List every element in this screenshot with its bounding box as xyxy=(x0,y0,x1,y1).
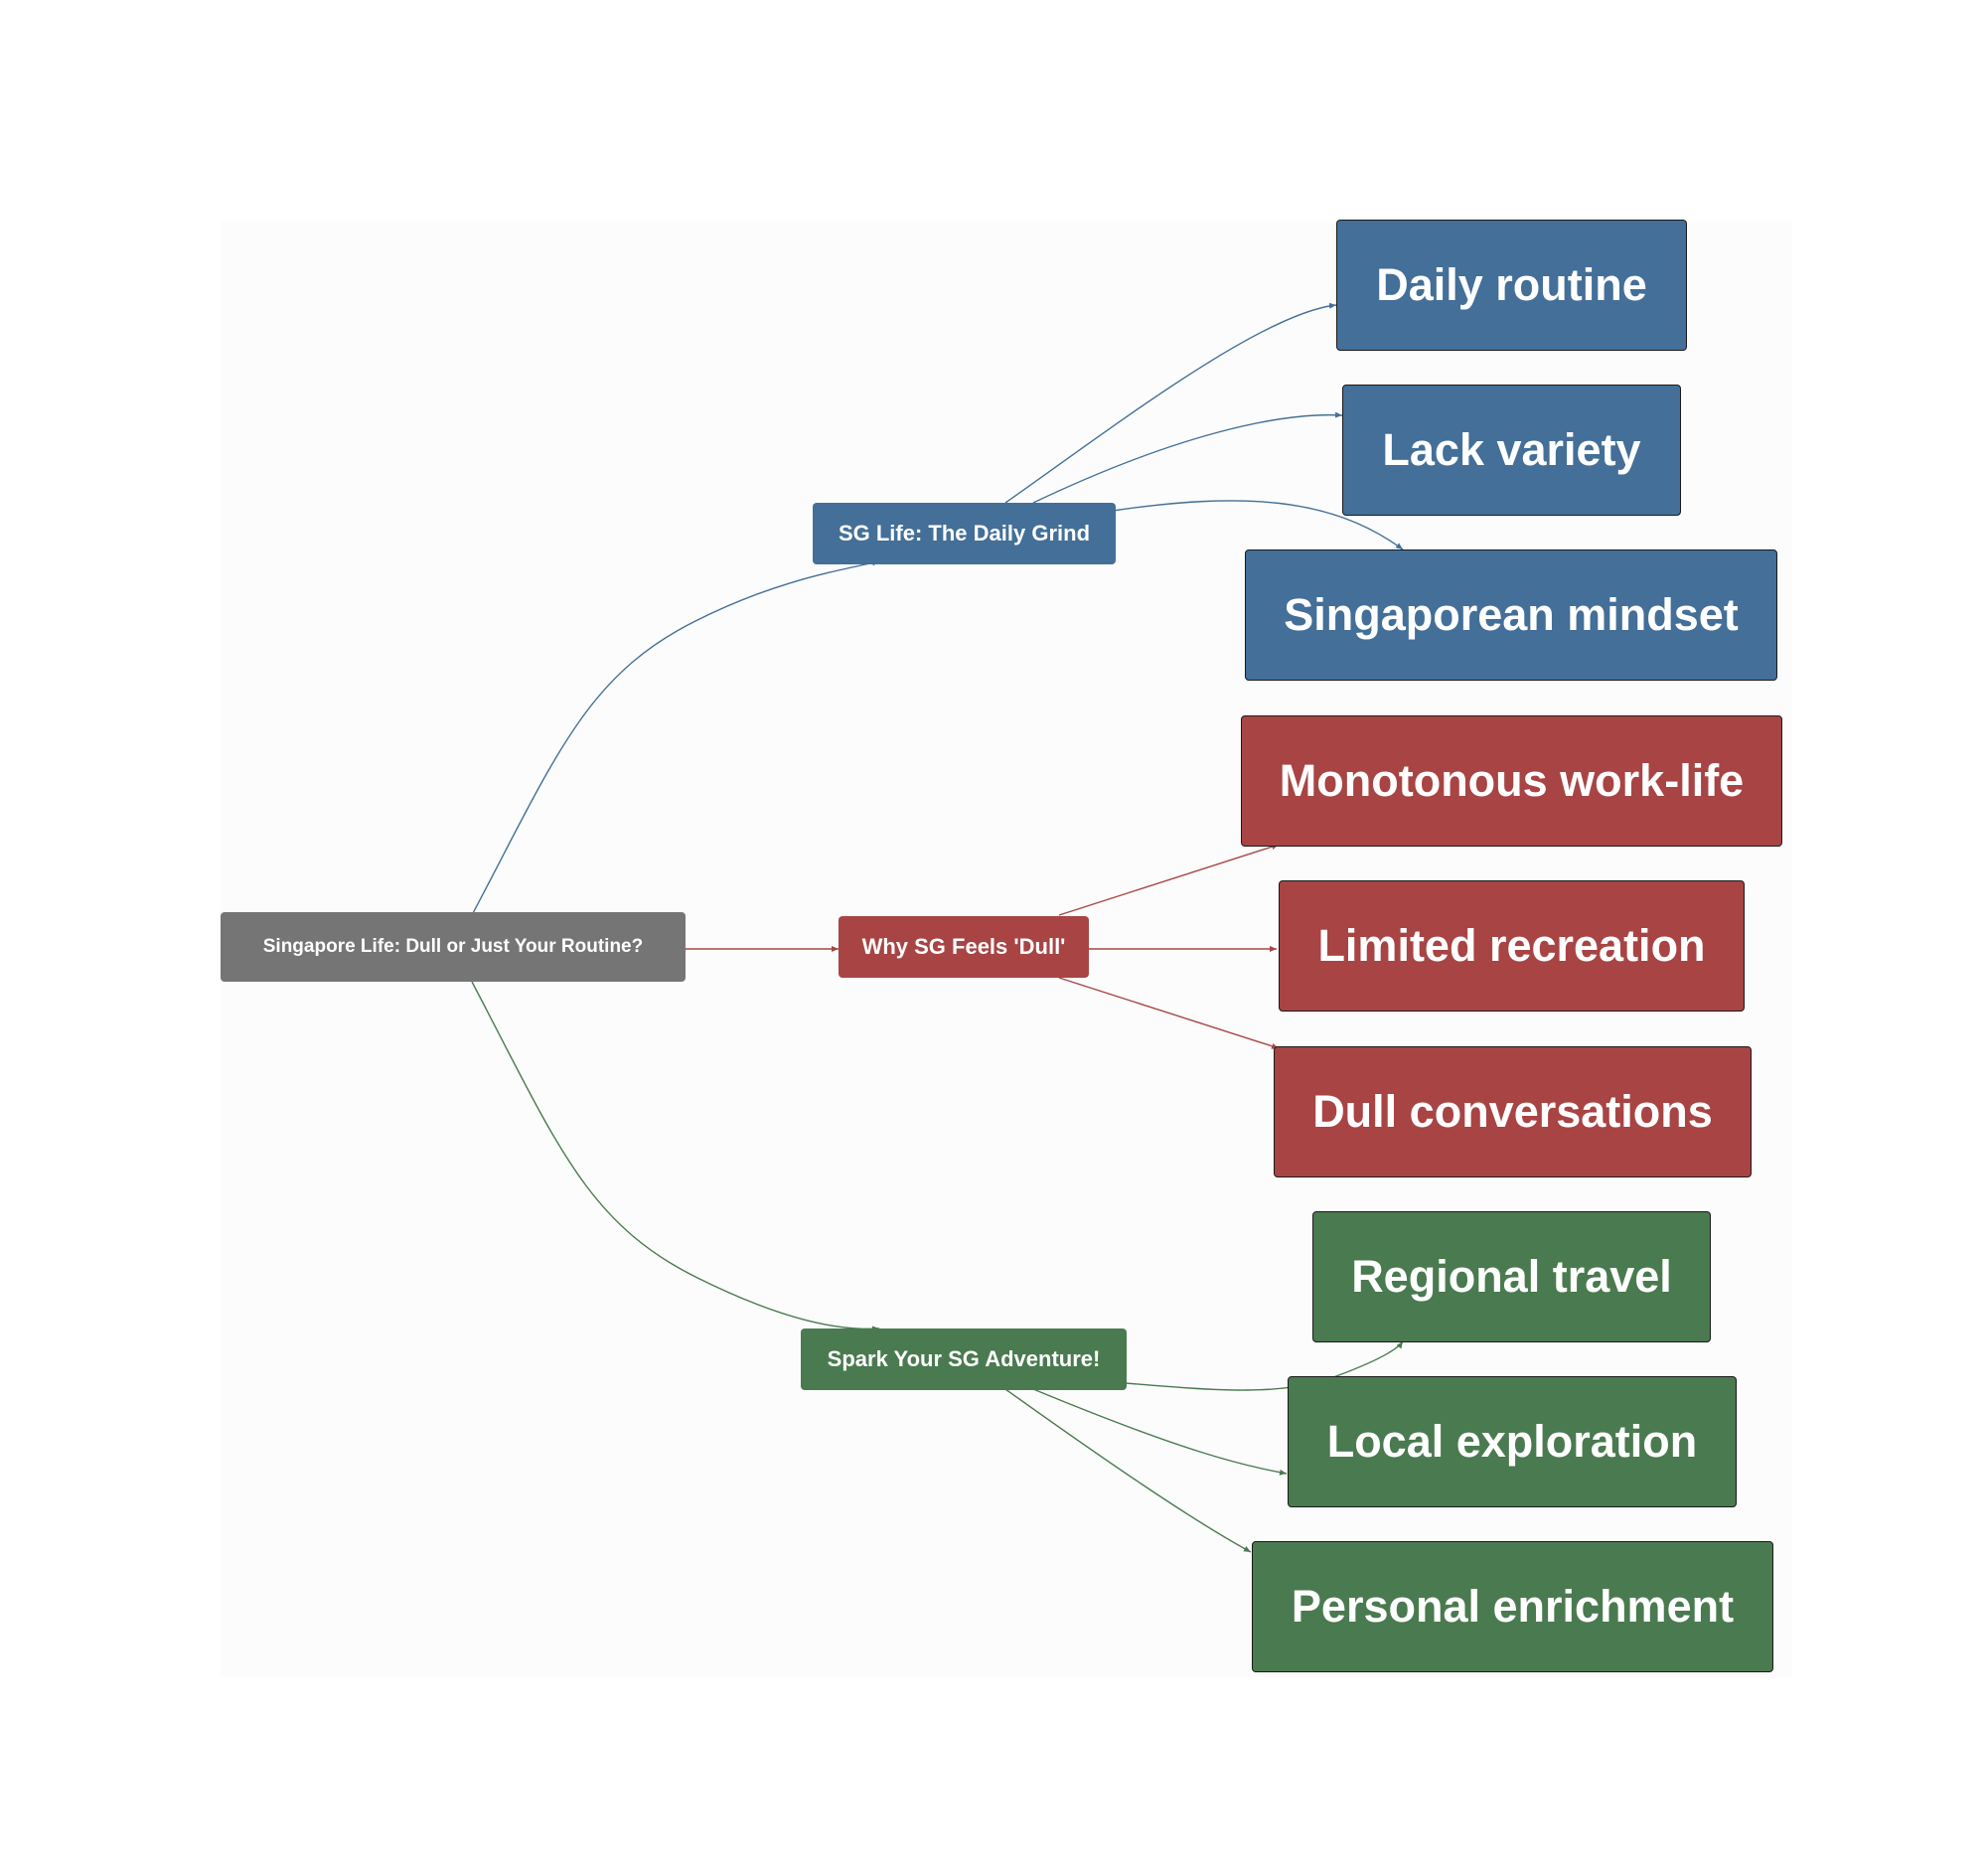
leaf-node-regional-travel: Regional travel xyxy=(1312,1211,1711,1342)
leaf-node-label: Daily routine xyxy=(1376,259,1647,310)
edge-branch-3-to-personal-enrichment xyxy=(1004,1388,1252,1553)
leaf-node-label: Dull conversations xyxy=(1312,1086,1713,1137)
leaf-node-label: Personal enrichment xyxy=(1291,1581,1735,1632)
leaf-node-label: Singaporean mindset xyxy=(1284,589,1739,640)
leaf-node-personal-enrichment: Personal enrichment xyxy=(1252,1541,1773,1672)
branch-node-why-dull: Why SG Feels 'Dull' xyxy=(839,916,1089,978)
edge-branch-1-to-lack-variety xyxy=(1032,411,1343,504)
leaf-node-label: Monotonous work-life xyxy=(1279,755,1745,806)
leaf-node-label: Local exploration xyxy=(1326,1416,1698,1467)
edge-branch-1-to-daily-routine xyxy=(1004,302,1337,504)
edge-branch-2-to-monotonous-work-life xyxy=(1058,844,1280,916)
root-node: Singapore Life: Dull or Just Your Routin… xyxy=(221,912,686,982)
leaf-node-lack-variety: Lack variety xyxy=(1342,385,1681,516)
branch-node-label: Why SG Feels 'Dull' xyxy=(861,934,1066,959)
edge-root-to-branch-1 xyxy=(471,559,880,916)
branch-node-label: SG Life: The Daily Grind xyxy=(838,521,1091,546)
leaf-node-limited-recreation: Limited recreation xyxy=(1279,880,1745,1012)
leaf-node-label: Lack variety xyxy=(1382,424,1641,475)
leaf-node-monotonous-work-life: Monotonous work-life xyxy=(1241,715,1782,847)
leaf-node-daily-routine: Daily routine xyxy=(1336,220,1687,351)
branch-node-label: Spark Your SG Adventure! xyxy=(827,1346,1101,1371)
edge-branch-1-to-singaporean-mindset xyxy=(1112,500,1404,550)
leaf-node-label: Limited recreation xyxy=(1317,920,1706,971)
leaf-node-label: Regional travel xyxy=(1351,1251,1672,1302)
edge-branch-2-to-dull-conversations xyxy=(1058,977,1280,1049)
leaf-node-singaporean-mindset: Singaporean mindset xyxy=(1245,549,1777,681)
branch-node-spark-adventure: Spark Your SG Adventure! xyxy=(801,1329,1127,1390)
root-node-label: Singapore Life: Dull or Just Your Routin… xyxy=(262,936,644,957)
edge-branch-3-to-local-exploration xyxy=(1032,1388,1288,1476)
leaf-node-local-exploration: Local exploration xyxy=(1288,1376,1737,1507)
edge-root-to-branch-3 xyxy=(471,981,880,1332)
leaf-node-dull-conversations: Dull conversations xyxy=(1274,1046,1752,1177)
branch-node-daily-grind: SG Life: The Daily Grind xyxy=(813,503,1116,564)
